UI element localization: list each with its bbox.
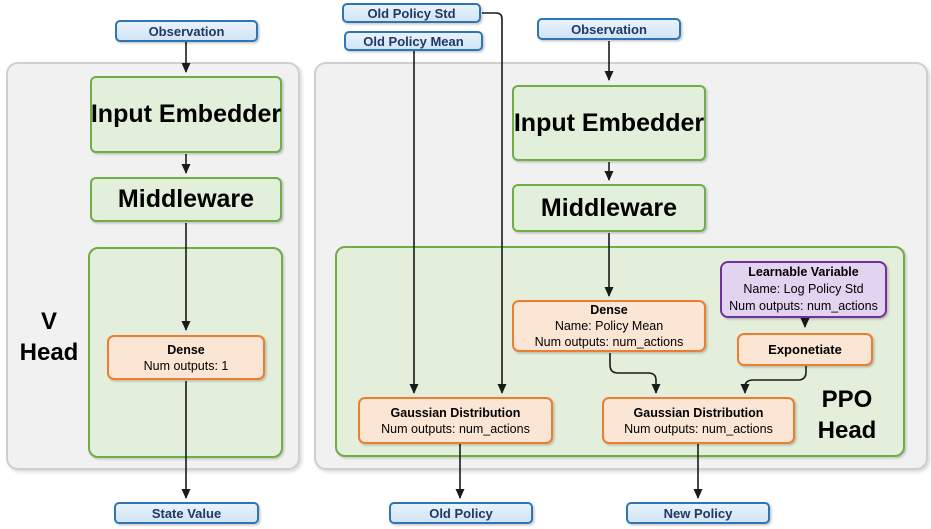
v-input-embedder-node: Input Embedder [90, 76, 282, 153]
v-dense-outputs: Num outputs: 1 [143, 358, 229, 373]
v-dense-node: Dense Num outputs: 1 [107, 335, 265, 380]
ppo-observation-label: Observation [571, 21, 647, 37]
v-observation-label: Observation [148, 23, 225, 39]
gaussian-distribution-old-node: Gaussian Distribution Num outputs: num_a… [358, 397, 553, 444]
exponetiate-label: Exponetiate [768, 341, 842, 357]
gaussian-old-title: Gaussian Distribution [390, 405, 521, 420]
ppo-input-embedder-label: Input Embedder [513, 108, 705, 137]
old-policy-mean-label: Old Policy Mean [363, 33, 464, 49]
old-policy-std-node: Old Policy Std [342, 3, 481, 23]
ppo-middleware-label: Middleware [540, 193, 678, 222]
v-head-label: V Head [19, 308, 79, 366]
old-policy-output-label: Old Policy [429, 505, 493, 521]
ppo-middleware-node: Middleware [512, 184, 706, 232]
state-value-label: State Value [151, 505, 222, 521]
gaussian-new-title: Gaussian Distribution [633, 405, 764, 420]
v-middleware-label: Middleware [117, 185, 255, 213]
gaussian-distribution-new-node: Gaussian Distribution Num outputs: num_a… [602, 397, 795, 444]
policy-mean-dense-outputs: Num outputs: num_actions [534, 335, 684, 349]
old-policy-std-label: Old Policy Std [367, 5, 456, 21]
learnable-variable-node: Learnable Variable Name: Log Policy Std … [720, 261, 887, 318]
old-policy-output-node: Old Policy [389, 502, 533, 524]
state-value-node: State Value [114, 502, 259, 524]
v-middleware-node: Middleware [90, 177, 282, 222]
new-policy-output-label: New Policy [663, 505, 733, 521]
learnable-variable-title: Learnable Variable [748, 265, 859, 279]
exponetiate-node: Exponetiate [737, 333, 873, 366]
policy-mean-dense-node: Dense Name: Policy Mean Num outputs: num… [512, 300, 706, 352]
old-policy-mean-node: Old Policy Mean [344, 31, 483, 51]
ppo-input-embedder-node: Input Embedder [512, 85, 706, 161]
gaussian-old-outputs: Num outputs: num_actions [381, 421, 530, 436]
new-policy-output-node: New Policy [626, 502, 770, 524]
v-input-embedder-label: Input Embedder [90, 100, 282, 128]
ppo-head-label: PPO Head [817, 386, 877, 444]
learnable-variable-outputs: Num outputs: num_actions [729, 299, 878, 313]
v-observation-node: Observation [115, 20, 258, 42]
v-dense-title: Dense [167, 342, 205, 357]
policy-mean-dense-name: Name: Policy Mean [554, 319, 664, 333]
gaussian-new-outputs: Num outputs: num_actions [624, 421, 773, 436]
ppo-observation-node: Observation [537, 18, 681, 40]
learnable-variable-name: Name: Log Policy Std [743, 282, 864, 296]
policy-mean-dense-title: Dense [590, 303, 628, 317]
